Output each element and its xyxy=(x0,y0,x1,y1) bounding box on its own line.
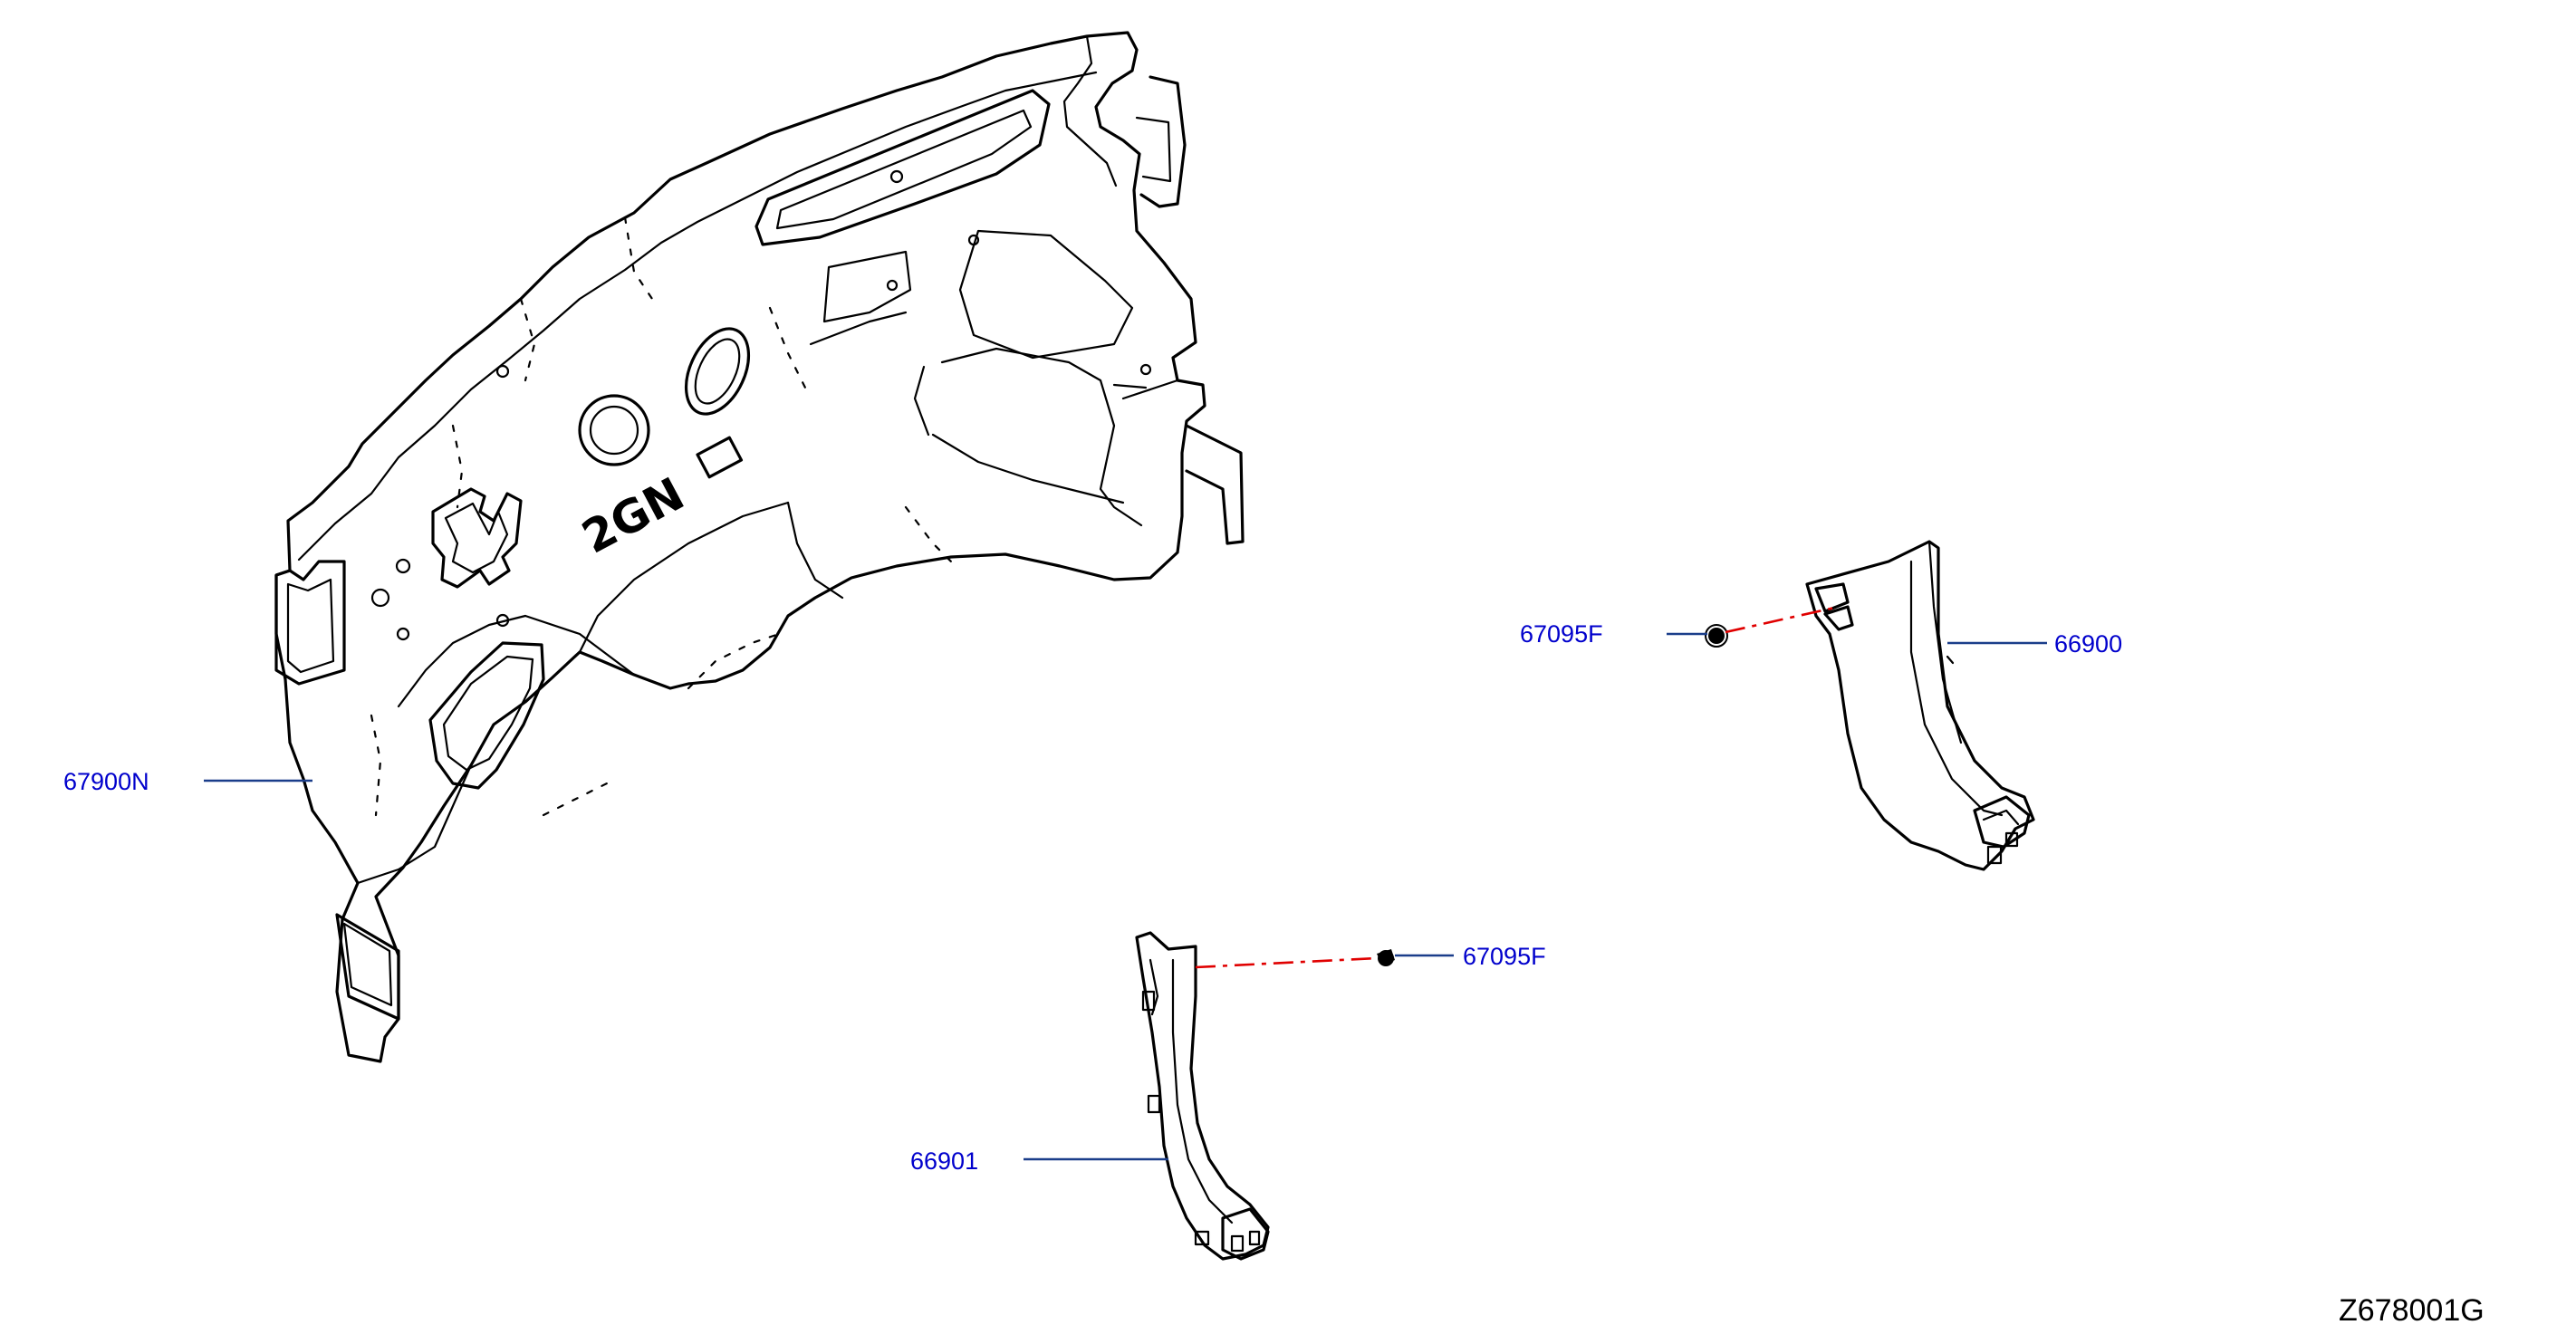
clip-upper-drawing[interactable] xyxy=(1705,624,1728,648)
panel-stamp: 2GN xyxy=(573,467,692,563)
centerline-lower-clip xyxy=(1195,956,1378,969)
figure-code: Z678001G xyxy=(2339,1293,2485,1328)
pillar-trim-left-drawing[interactable] xyxy=(1135,931,1270,1261)
centerline-upper-clip xyxy=(1725,605,1840,634)
callout-66901[interactable]: 66901 xyxy=(910,1147,978,1175)
clip-lower-drawing[interactable] xyxy=(1377,949,1395,966)
callout-66900[interactable]: 66900 xyxy=(2054,630,2122,658)
callout-67095F-lower[interactable]: 67095F xyxy=(1463,943,1546,970)
callout-67095F-upper[interactable]: 67095F xyxy=(1520,620,1603,648)
dash-insulator-drawing[interactable]: 2GN xyxy=(274,31,1245,1063)
callout-67900N[interactable]: 67900N xyxy=(63,768,149,795)
pillar-trim-right-drawing[interactable] xyxy=(1805,540,2035,871)
